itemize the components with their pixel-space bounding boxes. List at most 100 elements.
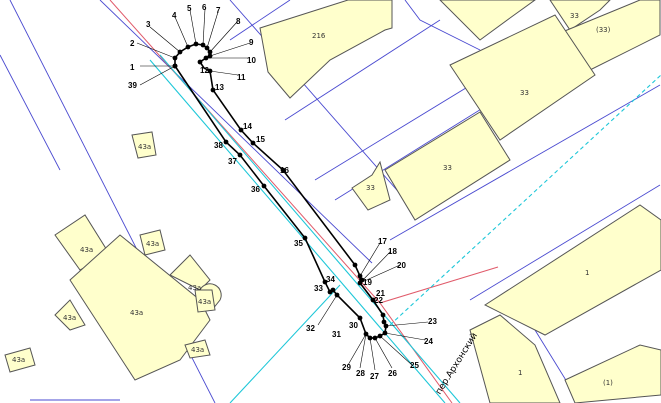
building-33a xyxy=(549,0,611,31)
vertex-12[interactable] xyxy=(197,59,203,65)
label-1-right: 1 xyxy=(585,269,589,277)
label-43a-center: 43a xyxy=(130,309,143,317)
vertex-14[interactable] xyxy=(238,127,244,133)
point-label-15: 15 xyxy=(256,135,265,144)
label-33d: 33 xyxy=(443,164,452,172)
building-top xyxy=(439,0,536,41)
building-43a-small xyxy=(131,131,157,159)
point-labels: 1 2 3 4 5 6 7 8 9 10 11 12 13 14 15 16 1… xyxy=(128,3,437,381)
label-33b: (33) xyxy=(596,26,611,34)
vertex-3[interactable] xyxy=(177,49,183,55)
point-label-17: 17 xyxy=(378,237,387,246)
point-label-7: 7 xyxy=(216,6,221,15)
vertex-18[interactable] xyxy=(357,273,363,279)
vertex-34[interactable] xyxy=(322,279,328,285)
vertex-37[interactable] xyxy=(237,152,243,158)
street-cyan-lines xyxy=(149,54,661,403)
point-label-10: 10 xyxy=(247,56,256,65)
vertex-36[interactable] xyxy=(261,183,267,189)
building-43a-ra xyxy=(169,254,211,291)
label-43a-br: 43a xyxy=(191,346,204,354)
vertex-20[interactable] xyxy=(359,277,365,283)
point-label-23: 23 xyxy=(428,317,437,326)
point-label-26: 26 xyxy=(388,369,397,378)
vertex-11[interactable] xyxy=(207,68,213,74)
building-33e xyxy=(351,160,391,211)
vertex-28[interactable] xyxy=(367,335,373,341)
vertex-16[interactable] xyxy=(280,167,286,173)
vertex-39[interactable] xyxy=(172,63,178,69)
vertex-29[interactable] xyxy=(363,331,369,337)
vertex-27[interactable] xyxy=(372,335,378,341)
vertex-4[interactable] xyxy=(185,44,191,50)
point-label-30: 30 xyxy=(349,321,358,330)
building-43a-tl xyxy=(139,229,166,256)
point-label-36: 36 xyxy=(251,185,260,194)
vertex-10[interactable] xyxy=(203,55,209,61)
building-1-bottom xyxy=(469,314,561,403)
vertex-31[interactable] xyxy=(334,292,340,298)
vertex-15[interactable] xyxy=(250,140,256,146)
point-label-4: 4 xyxy=(172,11,177,20)
vertex-26[interactable] xyxy=(377,333,383,339)
point-label-24: 24 xyxy=(424,337,433,346)
point-label-21: 21 xyxy=(376,289,385,298)
label-1-paren: (1) xyxy=(603,379,613,387)
vertex-22[interactable] xyxy=(380,312,386,318)
point-label-25: 25 xyxy=(410,361,419,370)
point-label-14: 14 xyxy=(243,122,252,131)
point-label-13: 13 xyxy=(215,83,224,92)
building-43a-center xyxy=(69,234,211,381)
vertex-21[interactable] xyxy=(370,297,376,303)
vertex-9[interactable] xyxy=(207,53,213,59)
boundary-vertices xyxy=(172,41,389,341)
point-label-8: 8 xyxy=(236,17,241,26)
vertex-13[interactable] xyxy=(210,87,216,93)
point-label-12: 12 xyxy=(200,66,209,75)
vertex-6[interactable] xyxy=(200,42,206,48)
vertex-5[interactable] xyxy=(193,41,199,47)
point-label-29: 29 xyxy=(342,363,351,372)
vertex-33[interactable] xyxy=(327,289,333,295)
point-label-5: 5 xyxy=(187,4,192,13)
point-label-16: 16 xyxy=(280,166,289,175)
label-43a-ra: 43a xyxy=(188,284,201,292)
label-33c: 33 xyxy=(520,89,529,97)
point-label-6: 6 xyxy=(202,3,207,12)
label-33a: 33 xyxy=(570,12,579,20)
point-label-2: 2 xyxy=(130,39,135,48)
label-43a-bl: 43a xyxy=(63,314,76,322)
building-labels: 2 16 33 (33) 33 33 33 43a 43a 43a 43a 43a… xyxy=(12,12,613,387)
point-label-27: 27 xyxy=(370,372,379,381)
point-label-34: 34 xyxy=(326,275,335,284)
point-label-18: 18 xyxy=(388,247,397,256)
vertex-8[interactable] xyxy=(207,49,213,55)
point-label-22: 22 xyxy=(374,296,383,305)
point-label-32: 32 xyxy=(306,324,315,333)
building-1-paren xyxy=(564,344,661,403)
vertex-35[interactable] xyxy=(302,235,308,241)
point-label-1: 1 xyxy=(130,63,135,72)
point-label-19: 19 xyxy=(363,278,372,287)
vertex-23[interactable] xyxy=(381,319,387,325)
building-1-right xyxy=(483,204,661,336)
leader-lines xyxy=(136,8,429,371)
vertex-38[interactable] xyxy=(223,139,229,145)
vertex-24[interactable] xyxy=(383,323,389,329)
vertex-25[interactable] xyxy=(382,330,388,336)
point-label-38: 38 xyxy=(214,141,223,150)
point-label-33: 33 xyxy=(314,284,323,293)
vertex-2[interactable] xyxy=(172,55,178,61)
building-33c xyxy=(449,14,596,141)
point-label-39: 39 xyxy=(128,81,137,90)
street-label: пер.Архонский xyxy=(434,331,480,396)
label-43a-tl: 43a xyxy=(146,240,159,248)
vertex-30[interactable] xyxy=(357,315,363,321)
point-label-20: 20 xyxy=(397,261,406,270)
point-label-9: 9 xyxy=(249,38,254,47)
label-1-bottom: 1 xyxy=(518,369,522,377)
label-43a-small: 43a xyxy=(138,143,151,151)
vertex-17[interactable] xyxy=(352,262,358,268)
point-label-28: 28 xyxy=(356,369,365,378)
vertex-7[interactable] xyxy=(204,45,210,51)
